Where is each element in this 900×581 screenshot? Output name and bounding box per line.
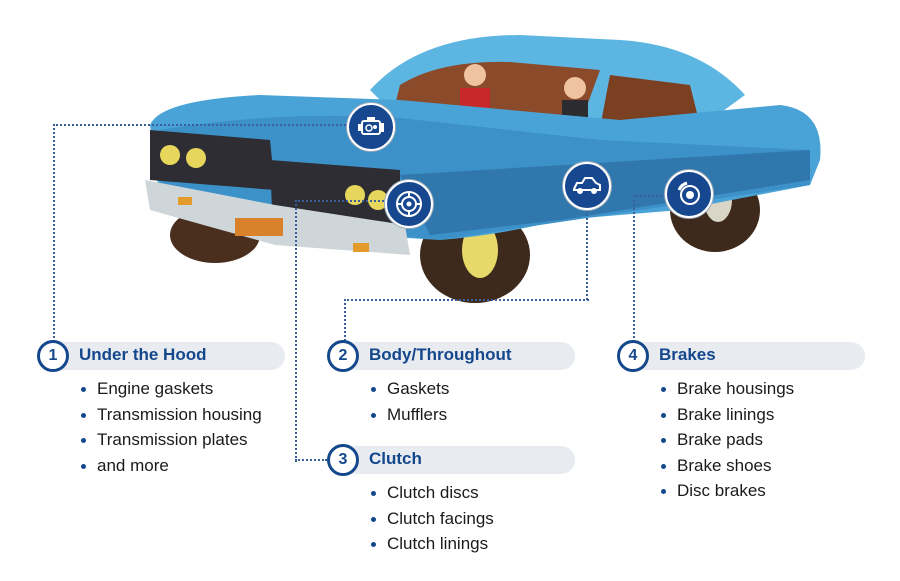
connector-brakes	[633, 195, 670, 342]
list-item: Transmission plates	[79, 427, 262, 453]
car-body-hotspot[interactable]	[563, 162, 611, 210]
section-title: Body/Throughout	[369, 345, 512, 364]
list-item: Clutch linings	[369, 531, 494, 557]
list-item: Brake housings	[659, 376, 794, 402]
item-list: Engine gaskets Transmission housing Tran…	[37, 376, 262, 478]
list-item: Brake pads	[659, 427, 794, 453]
connector-under-the-hood	[53, 124, 357, 342]
item-list: Brake housings Brake linings Brake pads …	[617, 376, 794, 504]
section-clutch: 3 Clutch Clutch discs Clutch facings Clu…	[327, 444, 575, 557]
list-item: Clutch facings	[369, 506, 494, 532]
brakes-hotspot[interactable]	[665, 170, 713, 218]
section-under-the-hood: 1 Under the Hood Engine gaskets Transmis…	[37, 340, 285, 478]
connector-body-vertical	[586, 205, 588, 300]
section-body-throughout: 2 Body/Throughout Gaskets Mufflers	[327, 340, 575, 427]
clutch-disc-icon	[396, 191, 422, 217]
engine-hotspot[interactable]	[347, 103, 395, 151]
list-item: Brake shoes	[659, 453, 794, 479]
brake-disc-icon	[677, 181, 700, 205]
connector-clutch-bottom	[295, 459, 327, 461]
list-item: Clutch discs	[369, 480, 494, 506]
list-item: Disc brakes	[659, 478, 794, 504]
section-header-pill	[343, 342, 575, 370]
section-header-pill	[343, 446, 575, 474]
list-item: Brake linings	[659, 402, 794, 428]
car-body-icon	[573, 177, 601, 194]
section-title: Brakes	[659, 345, 716, 364]
item-list: Clutch discs Clutch facings Clutch linin…	[327, 480, 494, 557]
engine-icon	[358, 117, 384, 135]
clutch-hotspot[interactable]	[385, 180, 433, 228]
connector-clutch	[295, 200, 392, 462]
section-title: Clutch	[369, 449, 422, 468]
section-header-pill	[633, 342, 865, 370]
section-number-badge: 3	[327, 444, 359, 476]
list-item: and more	[79, 453, 262, 479]
section-brakes: 4 Brakes Brake housings Brake linings Br…	[617, 340, 865, 504]
list-item: Engine gaskets	[79, 376, 262, 402]
section-title: Under the Hood	[79, 345, 207, 364]
connector-body	[344, 299, 589, 341]
item-list: Gaskets Mufflers	[327, 376, 449, 427]
section-number-badge: 4	[617, 340, 649, 372]
list-item: Transmission housing	[79, 402, 262, 428]
list-item: Gaskets	[369, 376, 449, 402]
section-number-badge: 2	[327, 340, 359, 372]
section-number-badge: 1	[37, 340, 69, 372]
list-item: Mufflers	[369, 402, 449, 428]
section-header-pill	[53, 342, 285, 370]
